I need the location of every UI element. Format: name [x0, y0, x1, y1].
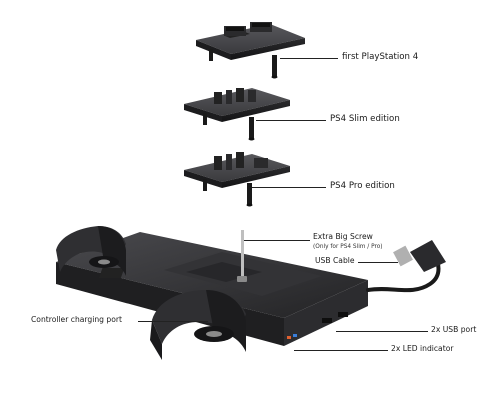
- leader-screw: [244, 240, 310, 241]
- label-adapter-pro: PS4 Pro edition: [330, 181, 395, 191]
- label-usb-cable: USB Cable: [315, 256, 355, 265]
- label-led: 2x LED indicator: [391, 344, 454, 353]
- adapter-ps4-original: [196, 22, 305, 79]
- charging-stand: [56, 226, 446, 360]
- adapter-ps4-slim: [184, 88, 290, 141]
- label-screw-note: (Only for PS4 Slim / Pro): [313, 244, 383, 250]
- leader-adapter-2: [256, 120, 326, 121]
- leader-usb-port: [336, 331, 428, 332]
- label-screw-title: Extra Big Screw: [313, 232, 373, 241]
- leader-led: [294, 350, 388, 351]
- adapter-ps4-pro: [184, 152, 290, 207]
- label-adapter-ps4: first PlayStation 4: [342, 52, 419, 62]
- label-usb-port: 2x USB port: [431, 325, 477, 334]
- leader-adapter-1: [280, 58, 338, 59]
- leader-charging-port: [138, 321, 208, 322]
- label-charging-port: Controller charging port: [31, 315, 122, 324]
- leader-usb-cable: [358, 262, 398, 263]
- label-adapter-slim: PS4 Slim edition: [330, 114, 400, 124]
- leader-adapter-3: [252, 187, 326, 188]
